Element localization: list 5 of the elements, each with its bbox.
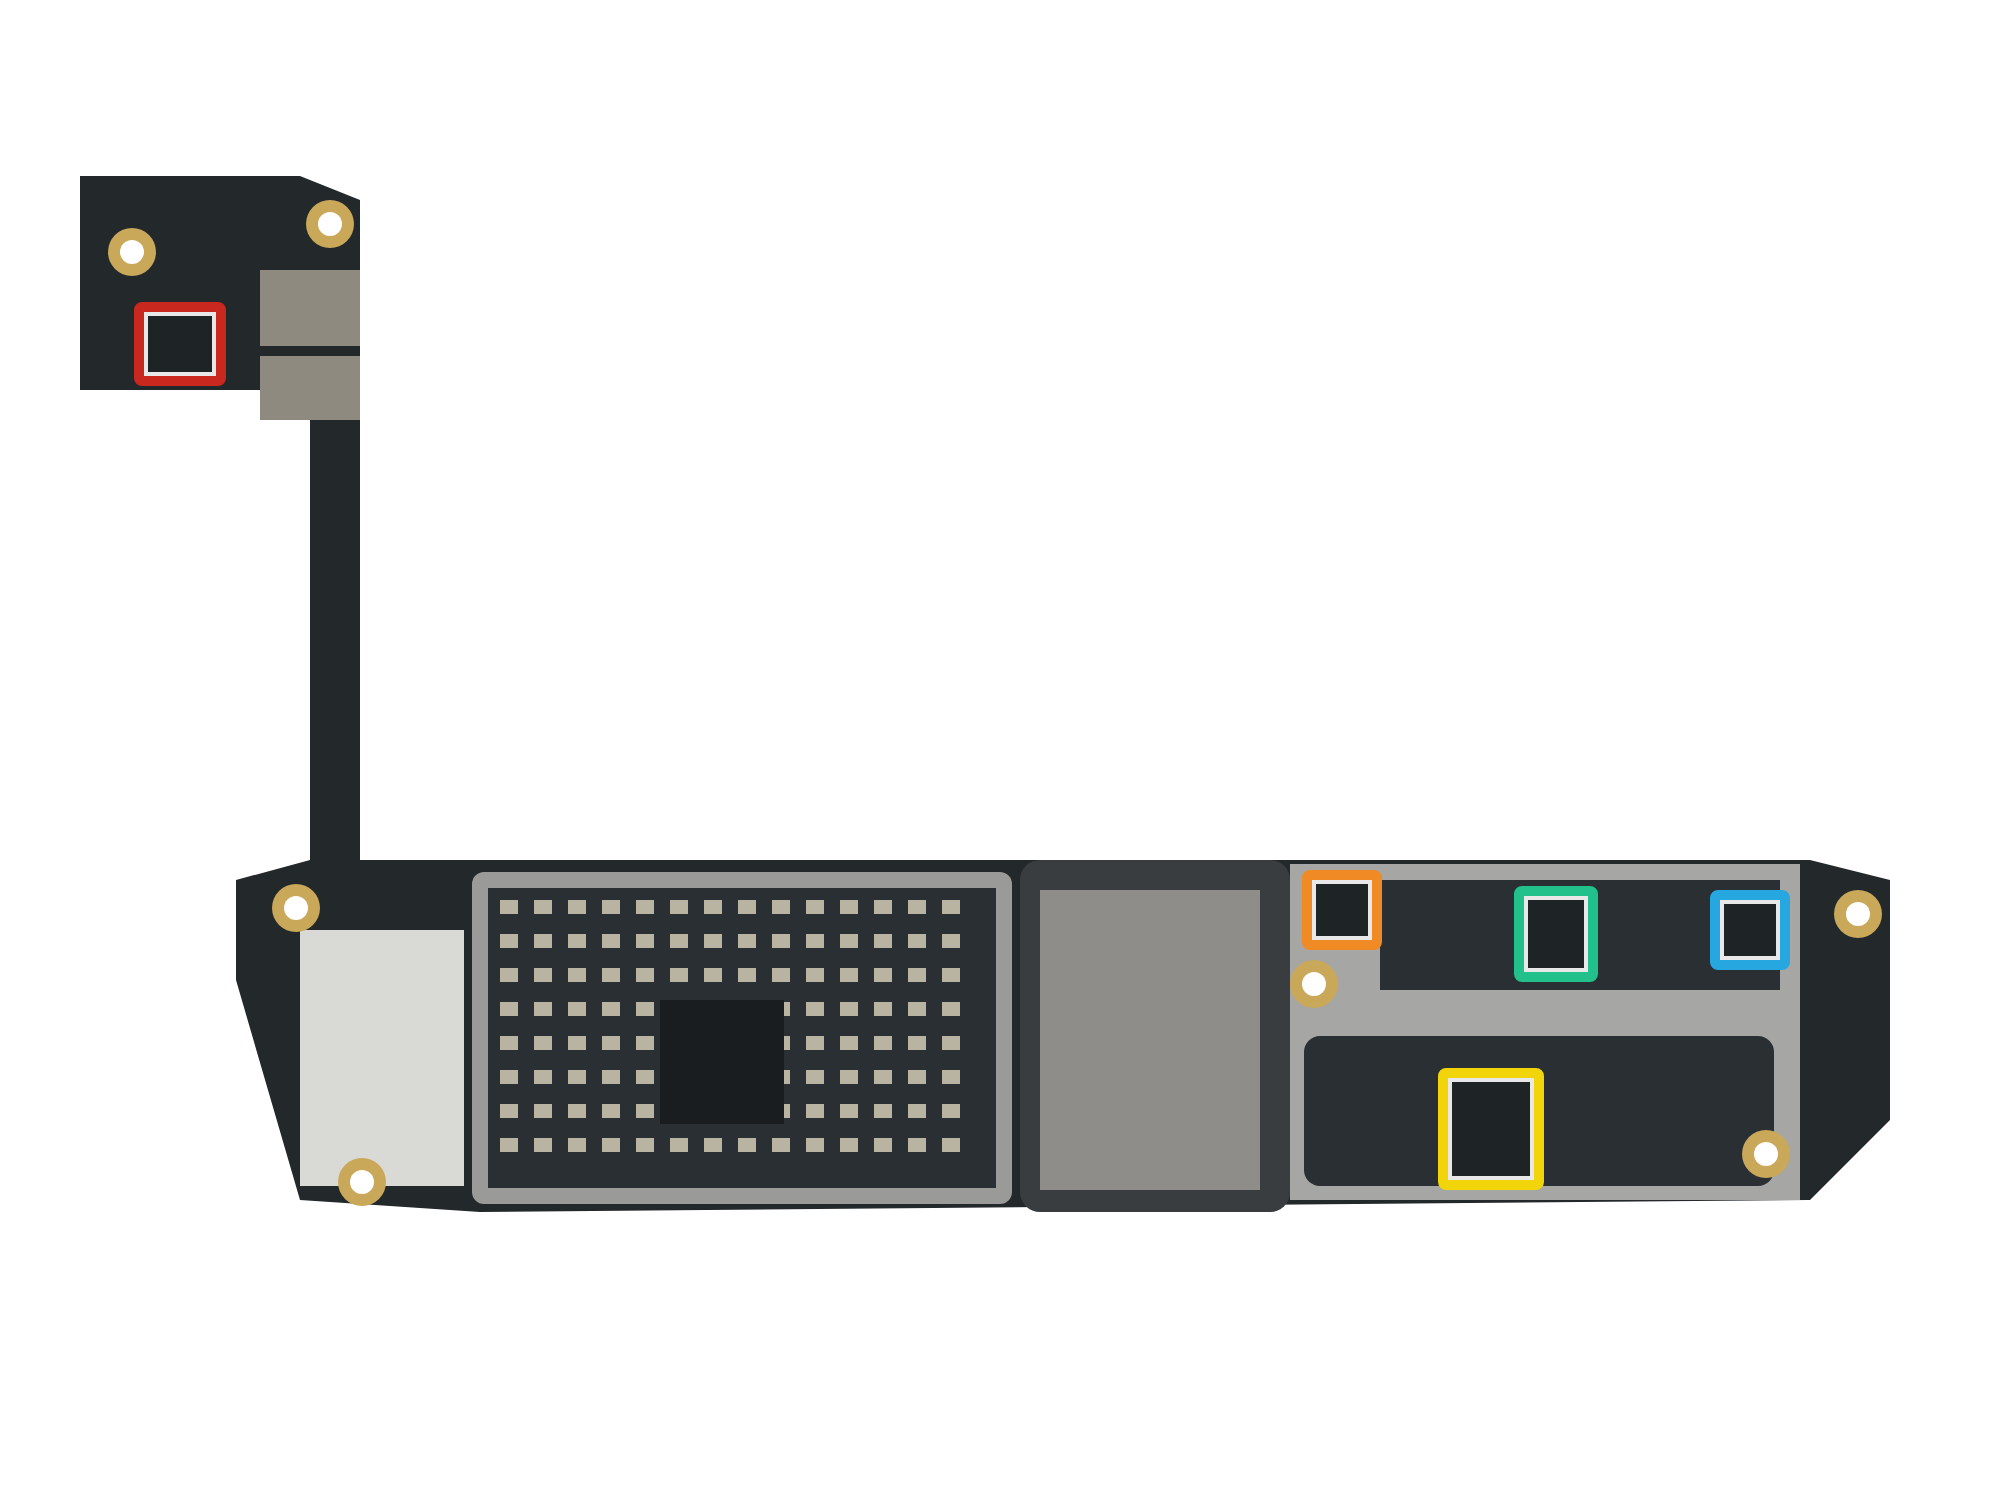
highlight-box (134, 302, 226, 386)
highlight-box (1438, 1068, 1544, 1190)
highlight-box (1514, 886, 1598, 982)
highlight-box (1302, 870, 1382, 950)
highlight-box (1710, 890, 1790, 970)
